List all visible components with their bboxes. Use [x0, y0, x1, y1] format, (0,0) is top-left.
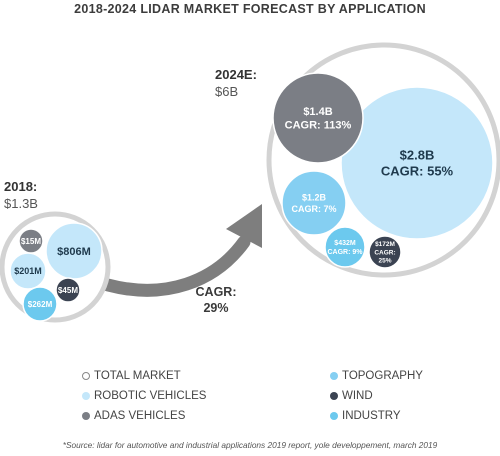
bubble-value-label: $172M [375, 241, 395, 248]
bubble-topography [281, 170, 347, 236]
bubble-cagr-label: CAGR: 113% [285, 120, 352, 132]
bubble-adas-vehicles [18, 228, 44, 254]
growth-arrow [101, 204, 262, 297]
bubble-cagr-label: 25% [378, 257, 391, 264]
legend-item-industry: INDUSTRY [330, 409, 401, 423]
bubble-value-label: $1.2B [302, 193, 327, 203]
legend-swatch [82, 391, 90, 400]
year-label-2024: 2024E: [215, 67, 257, 82]
overall-cagr-note: CAGR: 29% [186, 284, 246, 316]
bubble-group-0: $806M $201M $262M $45M $15M [0, 211, 111, 323]
legend-swatch [330, 371, 338, 380]
legend-swatch [330, 411, 338, 420]
legend-label: TOTAL MARKET [94, 370, 181, 382]
legend-label: TOPOGRAPHY [342, 370, 423, 382]
bubble-value-label: $1.4B [303, 106, 332, 118]
bubble-wind [55, 277, 81, 303]
bubble-value-label: $15M [21, 237, 41, 246]
bubble-value-label: $2.8B [400, 147, 435, 162]
bubble-value-label: $432M [334, 240, 356, 247]
bubble-cagr-label: CAGR: 55% [381, 164, 454, 179]
total-value-2024: $6B [215, 84, 239, 99]
total-value-2018: $1.3B [4, 196, 38, 211]
bubble-value-label: $201M [14, 266, 42, 276]
legend-item-total-market: TOTAL MARKET [82, 369, 181, 383]
legend-item-topography: TOPOGRAPHY [330, 369, 423, 383]
bubble-layer: $806M $201M $262M $45M $15M $2.8B CAGR: 55% $1.… [0, 42, 500, 323]
overall-cagr-label: CAGR: [195, 285, 237, 299]
bubble-cagr-label: CAGR: 7% [291, 204, 336, 214]
chart-title: 2018-2024 LIDAR MARKET FORECAST BY APPLI… [74, 2, 426, 16]
legend-swatch [330, 391, 338, 400]
total-2024-block: 2024E: $6B [215, 66, 257, 100]
legend-item-adas-vehicles: ADAS VEHICLES [82, 409, 185, 423]
source-note: *Source: lidar for automotive and indust… [62, 440, 438, 450]
bubble-adas-vehicles [272, 72, 364, 164]
legend-swatch [82, 371, 90, 380]
bubble-industry [22, 286, 58, 322]
arrow-head [226, 204, 262, 248]
legend-item-robotic-vehicles: ROBOTIC VEHICLES [82, 389, 206, 403]
arrow-shaft [101, 235, 251, 297]
legend-swatch [82, 411, 90, 420]
bubble-value-label: $262M [28, 300, 53, 309]
bubble-value-label: $45M [58, 286, 78, 295]
bubble-industry [324, 226, 366, 268]
legend-label: WIND [342, 390, 373, 402]
bubble-cagr-label: CAGR: [374, 249, 395, 256]
legend-label: ADAS VEHICLES [94, 410, 186, 422]
bubble-robotic-vehicles [340, 86, 494, 240]
legend-label: INDUSTRY [342, 410, 401, 422]
overall-cagr-value: 29% [203, 301, 229, 315]
bubble-value-label: $806M [57, 246, 91, 258]
legend-item-wind: WIND [330, 389, 373, 403]
bubble-cagr-label: CAGR: 9% [327, 249, 363, 256]
year-label-2018: 2018: [4, 179, 38, 194]
bubble-wind [368, 235, 402, 269]
total-2018-block: 2018: $1.3B [4, 178, 38, 212]
legend-label: ROBOTIC VEHICLES [94, 390, 207, 402]
